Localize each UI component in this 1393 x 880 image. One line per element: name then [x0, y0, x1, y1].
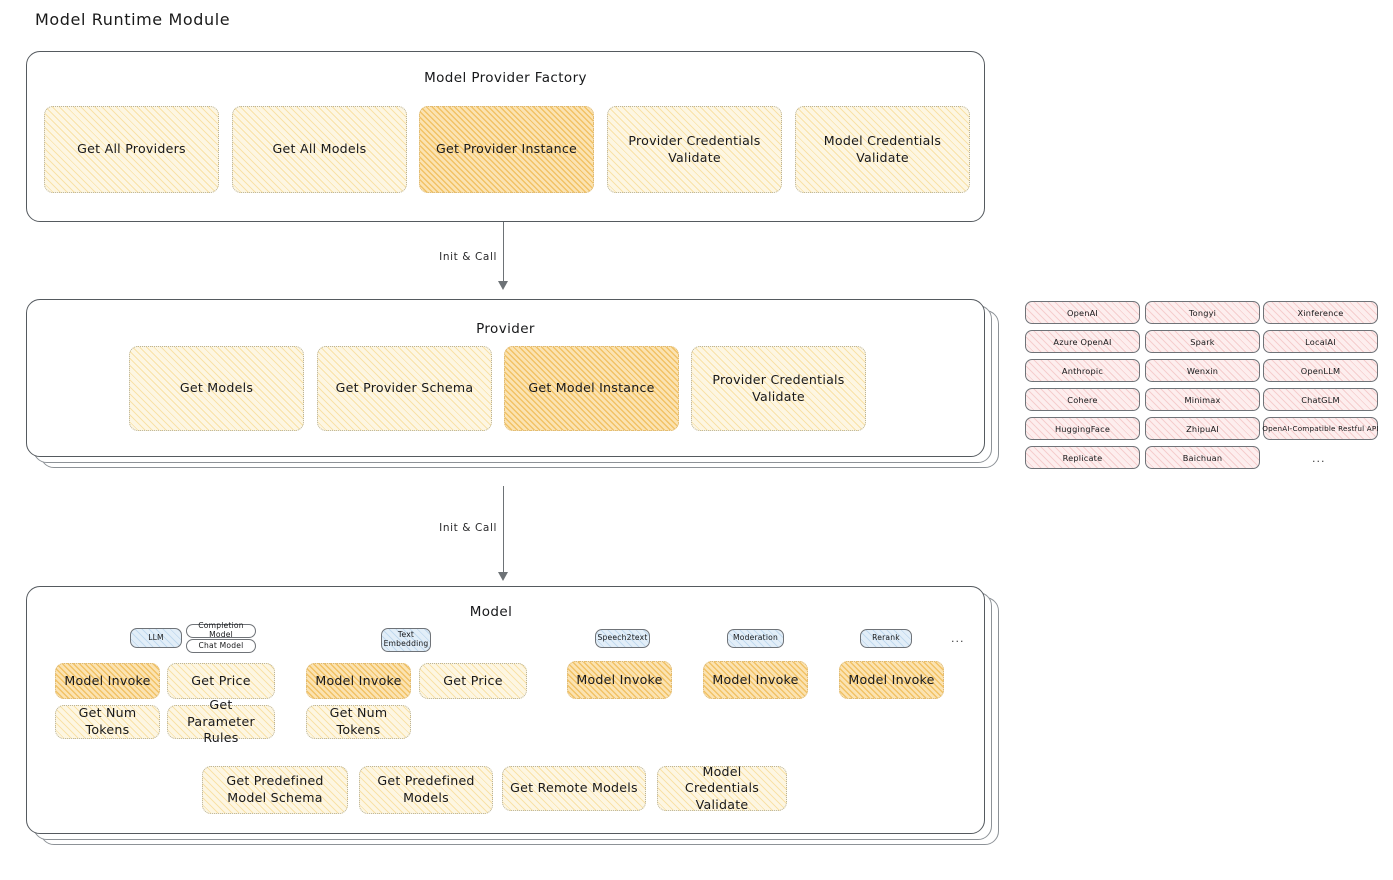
factory-node-model-credentials-validate[interactable]: Model Credentials Validate	[795, 106, 970, 193]
model-method-speech2text-model-invoke[interactable]: Model Invoke	[567, 661, 672, 699]
provider-pill-spark[interactable]: Spark	[1145, 330, 1260, 353]
model-method-rerank-model-invoke[interactable]: Model Invoke	[839, 661, 944, 699]
arrow-factory-to-provider-label: Init & Call	[439, 251, 497, 263]
model-method-llm-model-invoke[interactable]: Model Invoke	[55, 663, 160, 699]
model-method-llm-get-price[interactable]: Get Price	[167, 663, 275, 699]
model-common-model-credentials-validate[interactable]: Model Credentials Validate	[657, 764, 787, 812]
model-method-text-embedding-get-num-tokens[interactable]: Get Num Tokens	[306, 705, 411, 739]
provider-pill-cohere[interactable]: Cohere	[1025, 388, 1140, 411]
factory-node-get-all-providers[interactable]: Get All Providers	[44, 106, 219, 193]
arrow-factory-to-provider-head	[498, 281, 508, 290]
model-subtype-pill-chat-model[interactable]: Chat Model	[186, 639, 256, 653]
model-common-get-remote-models[interactable]: Get Remote Models	[502, 766, 646, 811]
model-type-pill-text-embedding[interactable]: Text Embedding	[381, 628, 431, 652]
model-method-llm-get-parameter-rules[interactable]: Get Parameter Rules	[167, 697, 275, 745]
model-type-pill-rerank[interactable]: Rerank	[860, 629, 912, 648]
page-title: Model Runtime Module	[35, 10, 231, 29]
arrow-provider-to-model-label: Init & Call	[439, 522, 497, 534]
model-common-get-predefined-models[interactable]: Get Predefined Models	[359, 766, 493, 814]
model-common-get-predefined-model-schema[interactable]: Get Predefined Model Schema	[202, 766, 348, 814]
model-method-llm-get-num-tokens[interactable]: Get Num Tokens	[55, 705, 160, 739]
model-type-pill-speech2text[interactable]: Speech2text	[595, 629, 650, 648]
provider-pill-baichuan[interactable]: Baichuan	[1145, 446, 1260, 469]
model-method-text-embedding-model-invoke[interactable]: Model Invoke	[306, 663, 411, 699]
provider-pill-minimax[interactable]: Minimax	[1145, 388, 1260, 411]
model-method-text-embedding-get-price[interactable]: Get Price	[419, 663, 527, 699]
provider-pill-xinference[interactable]: Xinference	[1263, 301, 1378, 324]
provider-list-more: ...	[1312, 452, 1326, 465]
provider-pill-replicate[interactable]: Replicate	[1025, 446, 1140, 469]
factory-node-get-provider-instance[interactable]: Get Provider Instance	[419, 106, 594, 193]
provider-pill-openai[interactable]: OpenAI	[1025, 301, 1140, 324]
model-provider-factory-title: Model Provider Factory	[424, 70, 587, 86]
arrow-provider-to-model-line	[503, 486, 504, 574]
provider-node-provider-credentials-validate[interactable]: Provider Credentials Validate	[691, 346, 866, 431]
model-method-moderation-model-invoke[interactable]: Model Invoke	[703, 661, 808, 699]
provider-node-get-models[interactable]: Get Models	[129, 346, 304, 431]
provider-title: Provider	[476, 321, 535, 337]
provider-pill-tongyi[interactable]: Tongyi	[1145, 301, 1260, 324]
provider-node-get-provider-schema[interactable]: Get Provider Schema	[317, 346, 492, 431]
provider-pill-anthropic[interactable]: Anthropic	[1025, 359, 1140, 382]
arrow-provider-to-model-head	[498, 572, 508, 581]
provider-pill-localai[interactable]: LocalAI	[1263, 330, 1378, 353]
provider-pill-openai-compatible-restful-api[interactable]: OpenAI-Compatible Restful API	[1262, 417, 1379, 440]
model-types-more: ...	[951, 632, 965, 645]
factory-node-get-all-models[interactable]: Get All Models	[232, 106, 407, 193]
factory-node-provider-credentials-validate[interactable]: Provider Credentials Validate	[607, 106, 782, 193]
model-title: Model	[469, 604, 513, 620]
model-subtype-pill-completion-model[interactable]: Completion Model	[186, 621, 256, 639]
model-type-pill-llm[interactable]: LLM	[130, 628, 182, 648]
provider-pill-openllm[interactable]: OpenLLM	[1263, 359, 1378, 382]
provider-pill-huggingface[interactable]: HuggingFace	[1025, 417, 1140, 440]
provider-pill-chatglm[interactable]: ChatGLM	[1263, 388, 1378, 411]
model-type-pill-moderation[interactable]: Moderation	[727, 629, 784, 648]
provider-node-get-model-instance[interactable]: Get Model Instance	[504, 346, 679, 431]
arrow-factory-to-provider-line	[503, 222, 504, 283]
provider-pill-zhipuai[interactable]: ZhipuAI	[1145, 417, 1260, 440]
provider-pill-wenxin[interactable]: Wenxin	[1145, 359, 1260, 382]
provider-pill-azure-openai[interactable]: Azure OpenAI	[1025, 330, 1140, 353]
